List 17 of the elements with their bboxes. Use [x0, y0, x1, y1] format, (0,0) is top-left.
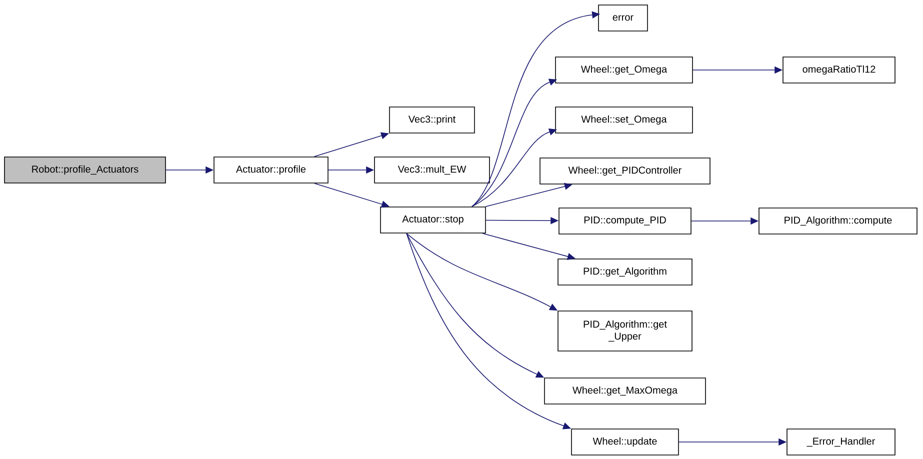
function-box: Wheel::set_Omega: [555, 106, 693, 134]
function-box: Wheel::get_MaxOmega: [544, 378, 706, 404]
function-box: Wheel::update: [571, 428, 679, 456]
function-box: _Error_Handler: [786, 428, 896, 456]
function-box: Robot::profile_Actuators: [4, 156, 166, 184]
function-box: Wheel::get_PIDController: [540, 158, 710, 184]
function-box: PID::compute_PID: [558, 208, 692, 234]
function-box: Vec3::mult_EW: [374, 156, 490, 184]
function-box: error: [598, 4, 648, 32]
function-box: Actuator::profile: [214, 156, 328, 184]
function-box: Wheel::get_Omega: [555, 56, 693, 84]
function-box: PID::get_Algorithm: [558, 258, 692, 286]
function-box: Vec3::print: [389, 106, 475, 134]
function-box: omegaRatioTl12: [782, 56, 896, 84]
function-box: Actuator::stop: [380, 206, 486, 234]
function-box: PID_Algorithm::compute: [758, 208, 918, 234]
function-box: PID_Algorithm::get _Upper: [558, 310, 692, 352]
